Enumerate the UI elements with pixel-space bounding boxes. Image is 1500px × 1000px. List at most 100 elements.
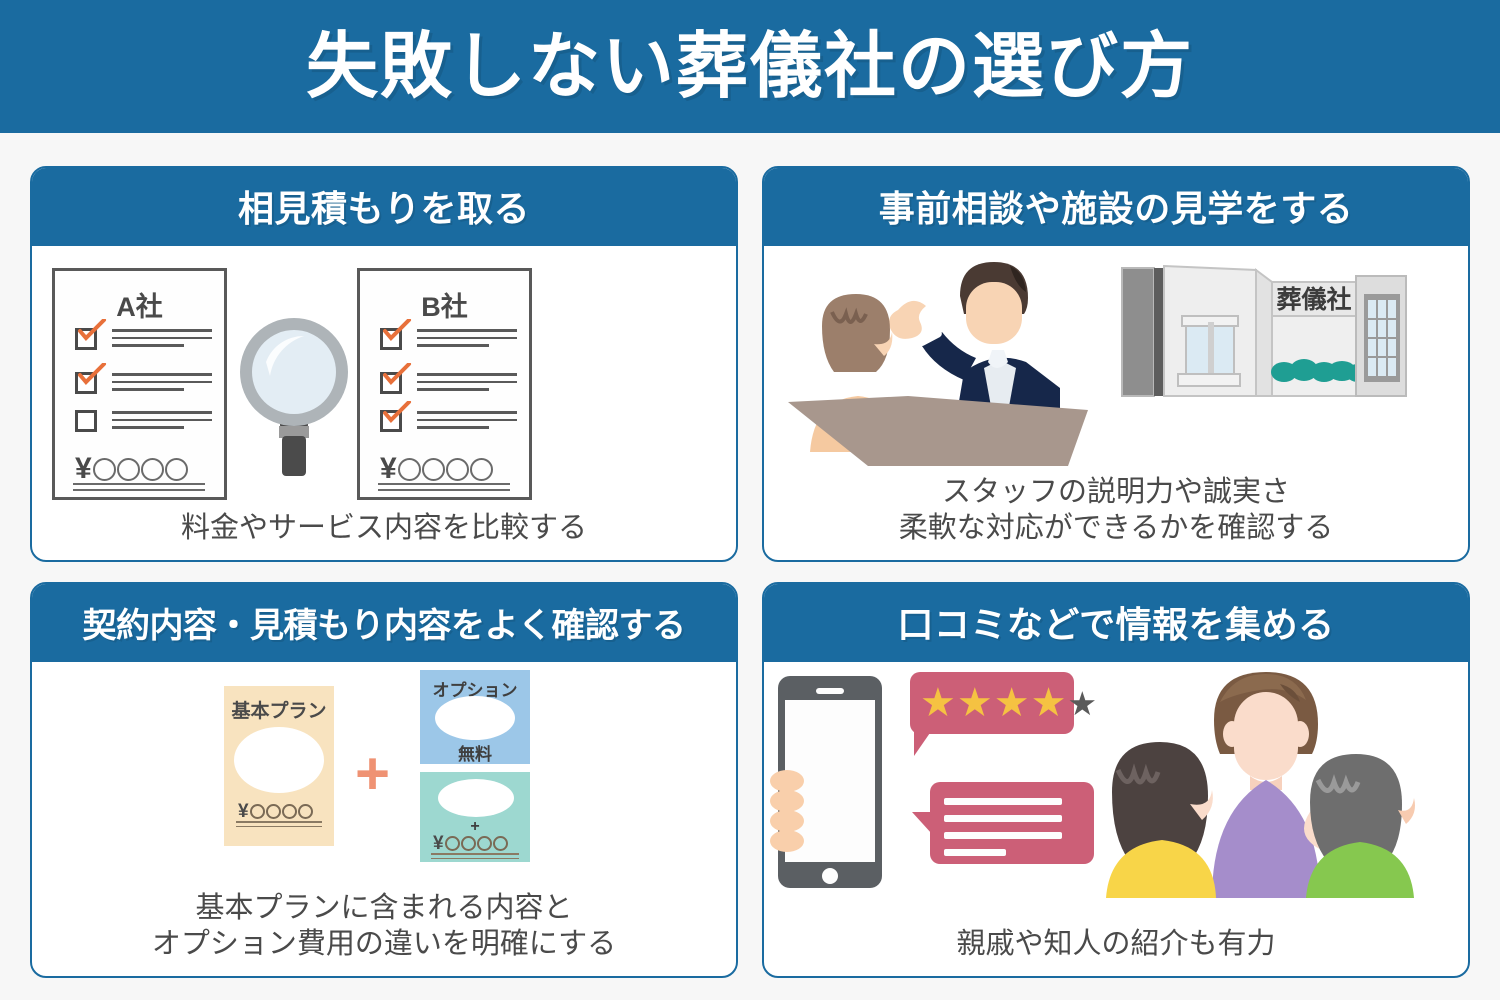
card-consultation-body: 葬儀社 bbox=[764, 246, 1468, 560]
plan-content-ellipse bbox=[234, 727, 324, 793]
finger-icon bbox=[770, 790, 804, 812]
text-lines bbox=[417, 329, 517, 352]
quote-a-price: ¥ bbox=[75, 454, 188, 484]
bushes-icon bbox=[1271, 359, 1370, 382]
option-content-ellipse bbox=[438, 779, 514, 817]
price-underline bbox=[431, 853, 519, 862]
price-digit-circle bbox=[421, 457, 445, 481]
option-paid-card: + ¥ bbox=[420, 772, 530, 862]
people-talking-icon bbox=[1106, 672, 1415, 898]
checkbox-unchecked bbox=[75, 410, 97, 432]
card-contract-header: 契約内容・見積もり内容をよく確認する bbox=[32, 584, 736, 662]
price-underline bbox=[73, 483, 205, 495]
star-rating: ★ ★ ★ ★ ★ bbox=[920, 681, 1097, 725]
option-label: オプション bbox=[432, 681, 518, 700]
price-digit-circle bbox=[444, 836, 460, 851]
card-estimates: 相見積もりを取る A社 bbox=[30, 166, 738, 562]
finger-icon bbox=[770, 810, 804, 832]
card-contract: 契約内容・見積もり内容をよく確認する 基本プラン ¥ bbox=[30, 582, 738, 978]
text-lines bbox=[112, 329, 212, 352]
price-digit-circle bbox=[476, 836, 492, 851]
caption-line-1: 親戚や知人の紹介も有力 bbox=[956, 927, 1276, 960]
card-estimates-title: 相見積もりを取る bbox=[237, 188, 530, 229]
option-content-ellipse bbox=[435, 696, 515, 740]
check-mark-icon bbox=[383, 363, 411, 385]
price-digit-circle bbox=[492, 836, 508, 851]
card-reviews-body: ★ ★ ★ ★ ★ bbox=[764, 662, 1468, 976]
caption-line-1: 料金やサービス内容を比較する bbox=[180, 511, 587, 544]
price-underline bbox=[236, 821, 322, 830]
comment-line bbox=[944, 849, 1006, 856]
quote-a-company-label: A社 bbox=[116, 292, 163, 322]
caption-line-2: 柔軟な対応ができるかを確認する bbox=[898, 511, 1334, 544]
basic-plan-label: 基本プラン bbox=[231, 701, 327, 722]
yen-symbol: ¥ bbox=[75, 452, 92, 485]
option-free-card: オプション 無料 bbox=[420, 670, 530, 764]
price-digit-circle bbox=[249, 804, 265, 819]
card-reviews-caption: 親戚や知人の紹介も有力 bbox=[764, 927, 1468, 976]
quote-document-b: B社 bbox=[357, 268, 532, 500]
yen-symbol: ¥ bbox=[380, 452, 397, 485]
star-icon-filled: ★ bbox=[956, 681, 993, 725]
caption-line-1: 基本プランに含まれる内容と bbox=[195, 892, 573, 925]
option-extra-plus: + bbox=[470, 818, 480, 835]
price-digit-circle bbox=[281, 804, 297, 819]
funeral-hall-building-icon: 葬儀社 bbox=[1121, 264, 1407, 397]
consultation-illustration: 葬儀社 bbox=[764, 246, 1468, 475]
text-lines bbox=[417, 373, 517, 396]
star-icon-filled: ★ bbox=[920, 681, 956, 725]
quote-document-a: A社 bbox=[52, 268, 227, 500]
page-title: 失敗しない葬儀社の選び方 bbox=[305, 26, 1194, 107]
price-digit-circle bbox=[469, 457, 493, 481]
card-reviews: 口コミなどで情報を集める bbox=[762, 582, 1470, 978]
basic-plan-card: 基本プラン ¥ bbox=[224, 686, 334, 846]
phone-speaker bbox=[816, 688, 844, 694]
page-title-bar: 失敗しない葬儀社の選び方 bbox=[0, 0, 1500, 133]
price-digit-circle bbox=[116, 457, 140, 481]
review-bubble-icon bbox=[910, 672, 1074, 734]
check-mark-icon bbox=[78, 363, 106, 385]
card-contract-title: 契約内容・見積もり内容をよく確認する bbox=[82, 606, 687, 645]
comment-line bbox=[944, 832, 1062, 839]
card-contract-body: 基本プラン ¥ + bbox=[32, 662, 736, 976]
price-digit-circle bbox=[140, 457, 164, 481]
star-icon-empty: ★ bbox=[1067, 684, 1098, 722]
price-digit-circle bbox=[445, 457, 469, 481]
comment-line bbox=[944, 798, 1062, 805]
card-contract-caption: 基本プランに含まれる内容と オプション費用の違いを明確にする bbox=[32, 891, 736, 976]
finger-icon bbox=[770, 770, 804, 792]
card-reviews-header: 口コミなどで情報を集める bbox=[764, 584, 1468, 662]
text-lines bbox=[417, 411, 517, 434]
finger-icon bbox=[770, 830, 804, 852]
caption-line-1: スタッフの説明力や誠実さ bbox=[941, 476, 1290, 509]
check-mark-icon bbox=[383, 401, 411, 423]
price-digit-circle bbox=[460, 836, 476, 851]
card-consultation-header: 事前相談や施設の見学をする bbox=[764, 168, 1468, 246]
basic-plan-price: ¥ bbox=[238, 802, 313, 821]
star-icon-filled: ★ bbox=[993, 681, 1030, 725]
price-digit-circle bbox=[265, 804, 281, 819]
staff-and-client-icon bbox=[788, 262, 1088, 466]
quote-b-price: ¥ bbox=[380, 454, 493, 484]
card-reviews-title: 口コミなどで情報を集める bbox=[897, 604, 1335, 645]
card-consultation: 事前相談や施設の見学をする bbox=[762, 166, 1470, 562]
yen-symbol: ¥ bbox=[433, 833, 444, 854]
cards-grid: 相見積もりを取る A社 bbox=[30, 166, 1470, 978]
yen-symbol: ¥ bbox=[238, 801, 249, 822]
text-lines bbox=[112, 411, 212, 434]
text-lines bbox=[112, 373, 212, 396]
quotes-comparison-illustration: A社 bbox=[32, 246, 736, 511]
magnifying-glass-icon bbox=[240, 318, 348, 476]
card-estimates-body: A社 bbox=[32, 246, 736, 560]
check-mark-icon bbox=[383, 319, 411, 341]
price-digit-circle bbox=[297, 804, 313, 819]
price-digit-circle bbox=[397, 457, 421, 481]
plan-option-illustration: 基本プラン ¥ + bbox=[32, 662, 736, 891]
caption-line-2: オプション費用の違いを明確にする bbox=[151, 927, 617, 960]
comment-line bbox=[944, 815, 1062, 822]
phone-home-button bbox=[822, 868, 838, 884]
plus-sign: + bbox=[355, 740, 391, 807]
price-underline bbox=[378, 483, 510, 495]
check-mark-icon bbox=[78, 319, 106, 341]
